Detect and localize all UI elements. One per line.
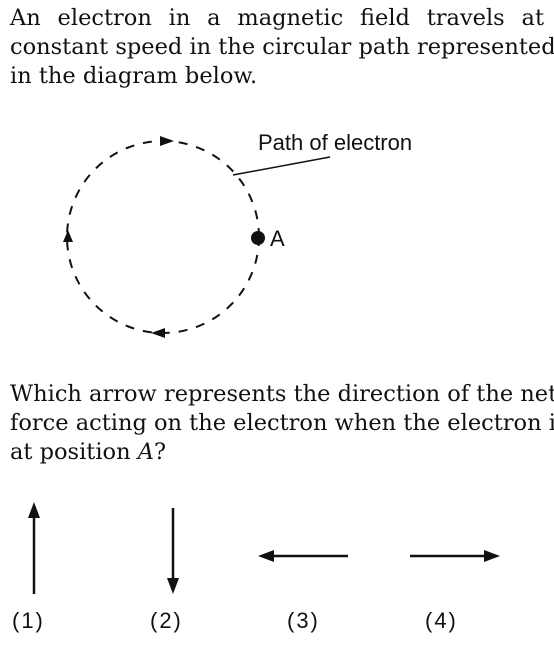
choice-1[interactable]: (1) [12, 502, 45, 633]
choice-1-label: (1) [12, 608, 45, 633]
intro-line-3: in the diagram below. [10, 63, 258, 89]
path-label: Path of electron [258, 130, 412, 155]
question-line-3: at position A? [10, 438, 544, 467]
question-line-2: force acting on the electron when the el… [10, 410, 554, 436]
intro-line-2: constant speed in the circular path repr… [10, 34, 554, 60]
path-arrow-top-icon [160, 136, 174, 146]
label-leader-line [232, 156, 331, 176]
arrow-up-head-icon [28, 502, 40, 518]
choice-3[interactable]: (3) [258, 550, 348, 633]
point-a-label: A [270, 226, 285, 251]
path-arrow-left-icon [63, 230, 73, 242]
arrow-down-head-icon [167, 578, 179, 594]
answer-choices: (1) (2) (3) (4) [12, 502, 500, 633]
question-line-3-prefix: at position [10, 439, 138, 465]
intro-line-1: An electron in a magnetic field travels … [10, 5, 544, 31]
point-a-dot [251, 231, 265, 245]
question-paragraph: Which arrow represents the direction of … [10, 380, 554, 467]
intro-paragraph: An electron in a magnetic field travels … [10, 4, 554, 91]
choice-4[interactable]: (4) [410, 550, 500, 633]
question-line-1: Which arrow represents the direction of … [10, 381, 554, 407]
arrow-left-head-icon [258, 550, 274, 562]
circular-path [66, 140, 260, 334]
arrow-right-head-icon [484, 550, 500, 562]
choice-2[interactable]: (2) [150, 508, 183, 633]
choice-4-label: (4) [425, 608, 458, 633]
position-label: A [137, 439, 154, 465]
path-arrow-bottom-icon [151, 328, 165, 338]
question-line-3-suffix: ? [153, 439, 167, 465]
electron-path-diagram: Path of electron A [63, 130, 412, 338]
choice-2-label: (2) [150, 608, 183, 633]
choice-3-label: (3) [287, 608, 320, 633]
